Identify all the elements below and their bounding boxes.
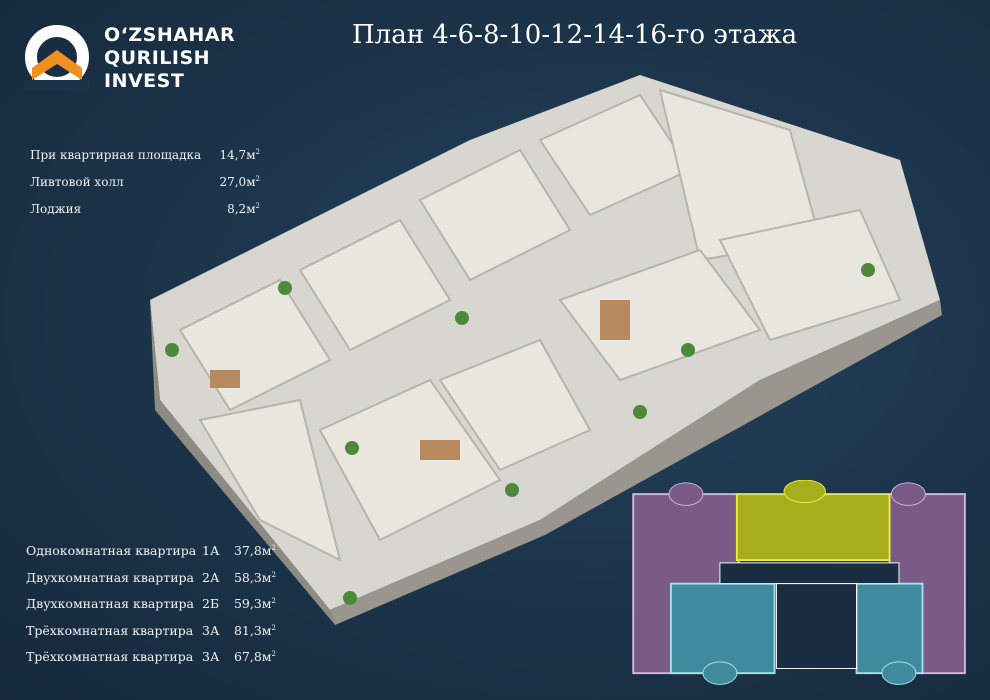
- brand-line-3: INVEST: [104, 70, 185, 92]
- area-label: Ливтовой холл: [30, 175, 124, 189]
- apartment-list: Однокомнатная квартира 1А 37,8м2 Двухкомна…: [26, 543, 276, 676]
- apartment-area: 59,3м2: [233, 596, 276, 611]
- apartment-area: 81,3м2: [233, 622, 276, 638]
- apartment-code: 1А: [202, 543, 220, 558]
- apartment-type: Двухкомнатная квартира: [26, 569, 195, 585]
- brand-name: O‘ZSHAHAR QURILISH INVEST: [104, 24, 235, 93]
- common-area-row: Ливтовой холл 27,0м2: [30, 175, 260, 202]
- brand-line-1: O‘ZSHAHAR: [104, 24, 236, 46]
- area-label: При квартирная площадка: [30, 148, 202, 162]
- apartment-code: 3А: [202, 649, 220, 664]
- apartment-row: Двухкомнатная квартира 2Б 59,3м2: [26, 596, 276, 623]
- apartment-code: 3А: [202, 622, 220, 638]
- apartment-area: 58,3м2: [233, 569, 276, 585]
- company-logo: [24, 25, 90, 90]
- brand-line-2: QURILISH: [104, 47, 211, 69]
- apartment-row: Однокомнатная квартира 1А 37,8м2: [26, 543, 276, 570]
- mini-floor-plan: [632, 480, 966, 685]
- apartment-row: Трёхкомнатная квартира 3А 67,8м2: [26, 649, 276, 676]
- apartment-code: 2Б: [202, 596, 220, 611]
- common-area-row: При квартирная площадка 14,7м2: [30, 148, 260, 175]
- common-area-row: Лоджия 8,2м2: [30, 202, 260, 229]
- apartment-type: Двухкомнатная квартира: [26, 596, 195, 611]
- apartment-type: Трёхкомнатная квартира: [26, 622, 194, 638]
- common-areas-list: При квартирная площадка 14,7м2 Ливтовой х…: [30, 148, 260, 229]
- area-label: Лоджия: [30, 202, 82, 216]
- apartment-row: Трёхкомнатная квартира 3А 81,3м2: [26, 623, 276, 650]
- apartment-area: 37,8м2: [233, 543, 276, 558]
- apartment-code: 2А: [202, 569, 220, 585]
- apartment-row: Двухкомнатная квартира 2А 58,3м2: [26, 570, 276, 597]
- apartment-type: Однокомнатная квартира: [26, 543, 197, 558]
- area-value: 27,0м2: [219, 175, 260, 189]
- area-value: 8,2м2: [227, 202, 260, 216]
- apartment-area: 67,8м2: [233, 649, 276, 664]
- area-value: 14,7м2: [219, 148, 260, 162]
- page-title: План 4-6-8-10-12-14-16-го этажа: [352, 20, 798, 50]
- apartment-type: Трёхкомнатная квартира: [26, 649, 194, 664]
